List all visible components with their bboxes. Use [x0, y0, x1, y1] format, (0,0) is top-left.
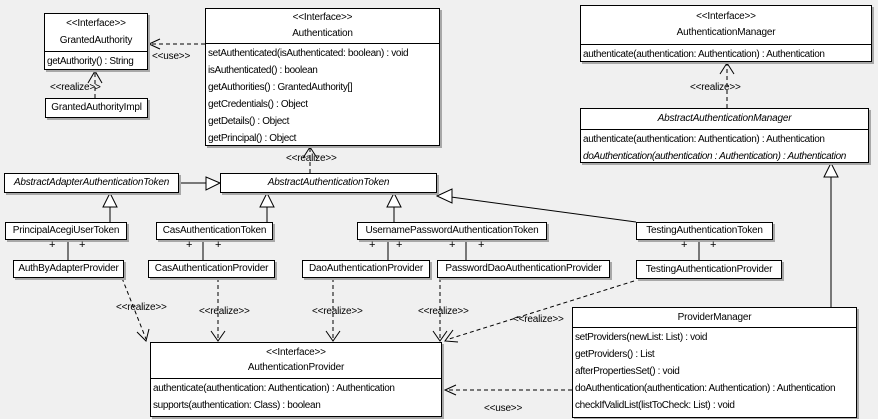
class-authentication[interactable]: <<Interface>> Authentication setAuthentica… — [205, 8, 440, 146]
methods-compartment: authenticate(authentication: Authenticat… — [581, 129, 868, 162]
method-label: setProviders(newList: List) : void — [575, 332, 708, 343]
stereotype-label: <<Interface>> — [292, 12, 353, 24]
class-abstract-adapter-authentication-token[interactable]: AbstractAdapterAuthenticationToken — [4, 173, 179, 193]
stereotype-label: <<Interface>> — [696, 10, 756, 22]
generalization-provider-manager-to-abstract-manager — [823, 161, 839, 307]
class-testing-authentication-token[interactable]: TestingAuthenticationToken — [636, 222, 773, 240]
methods-compartment: setAuthenticated(isAuthenticated: boolea… — [206, 43, 439, 145]
class-name: AuthenticationProvider — [247, 362, 345, 374]
method-label: authenticate(authentication: Authenticat… — [583, 49, 825, 60]
method-label: getAuthority() : String — [47, 56, 134, 67]
method-label: setAuthenticated(isAuthenticated: boolea… — [208, 48, 409, 59]
name-compartment: CasAuthenticationProvider — [149, 261, 274, 277]
class-abstract-authentication-token[interactable]: AbstractAuthenticationToken — [220, 173, 437, 193]
class-dao-authentication-provider[interactable]: DaoAuthenticationProvider — [302, 260, 430, 278]
generalization-cas-token-to-abstract-token — [259, 191, 275, 222]
method-label: authenticate(authentication: Authenticat… — [583, 134, 825, 145]
realize-abstract-token-to-authentication — [302, 146, 318, 173]
method-label: getAuthorities() : GrantedAuthority[] — [208, 82, 353, 93]
class-name: AbstractAuthenticationToken — [267, 177, 390, 188]
method-label: doAuthentication(authentication: Authent… — [575, 383, 836, 394]
name-compartment: AbstractAdapterAuthenticationToken — [5, 174, 178, 192]
class-abstract-authentication-manager[interactable]: AbstractAuthenticationManager authenticat… — [580, 108, 869, 163]
generalization-adapter-token-to-abstract-token — [179, 176, 222, 191]
class-name: AbstractAdapterAuthenticationToken — [13, 177, 170, 188]
class-cas-authentication-token[interactable]: CasAuthenticationToken — [156, 222, 273, 240]
realize-dao-provider-to-authentication-provider — [325, 278, 341, 342]
class-name: CasAuthenticationToken — [162, 225, 267, 236]
class-granted-authority[interactable]: <<Interface>> GrantedAuthority getAuthorit… — [44, 13, 148, 70]
stereotype-label: <<Interface>> — [266, 346, 326, 358]
use-provider-manager-to-authentication-provider — [443, 384, 572, 396]
class-username-password-authentication-token[interactable]: UsernamePasswordAuthenticationToken — [357, 222, 547, 240]
methods-compartment: authenticate(authentication: Authenticat… — [151, 378, 441, 416]
realize-authbyadapter-to-authentication-provider — [121, 277, 150, 342]
name-compartment: <<Interface>> AuthenticationManager — [581, 6, 871, 44]
class-name: PasswordDaoAuthenticationProvider — [445, 263, 602, 274]
use-authentication-to-granted-authority — [147, 38, 205, 50]
realize-cas-provider-to-authentication-provider — [210, 278, 226, 342]
class-name: UsernamePasswordAuthenticationToken — [365, 225, 539, 236]
class-authentication-provider[interactable]: <<Interface>> AuthenticationProvider authe… — [150, 342, 442, 417]
name-compartment: AbstractAuthenticationManager — [581, 109, 868, 129]
class-name: CasAuthenticationProvider — [154, 263, 269, 274]
class-testing-authentication-provider[interactable]: TestingAuthenticationProvider — [636, 260, 782, 279]
class-name: GrantedAuthority — [59, 34, 133, 46]
name-compartment: DaoAuthenticationProvider — [303, 261, 429, 277]
method-label: isAuthenticated() : boolean — [208, 65, 318, 76]
class-principal-acegi-user-token[interactable]: PrincipalAcegiUserToken — [5, 222, 127, 240]
name-compartment: GrantedAuthorityImpl — [46, 99, 147, 117]
realize-abstract-manager-to-authentication-manager — [719, 62, 735, 108]
class-name: DaoAuthenticationProvider — [309, 263, 423, 274]
class-authentication-manager[interactable]: <<Interface>> AuthenticationManager authen… — [580, 5, 872, 62]
method-label: afterPropertiesSet() : void — [575, 366, 680, 377]
realize-impl-to-granted-authority — [87, 70, 103, 98]
methods-compartment: getAuthority() : String — [45, 51, 147, 69]
realize-testing-provider-to-authentication-provider — [444, 280, 635, 343]
method-label: supports(authentication: Class) : boolea… — [153, 400, 321, 411]
method-label: getCredentials() : Object — [208, 99, 308, 110]
name-compartment: TestingAuthenticationToken — [637, 223, 772, 239]
class-name: AuthByAdapterProvider — [18, 263, 119, 274]
realize-passworddao-to-authentication-provider — [432, 278, 448, 342]
class-name: Authentication — [292, 27, 353, 39]
method-label: authenticate(authentication: Authenticat… — [153, 383, 395, 394]
generalization-testing-token-to-abstract-token — [435, 188, 637, 223]
name-compartment: <<Interface>> GrantedAuthority — [45, 14, 147, 51]
class-cas-authentication-provider[interactable]: CasAuthenticationProvider — [148, 260, 275, 278]
class-password-dao-authentication-provider[interactable]: PasswordDaoAuthenticationProvider — [437, 260, 610, 278]
name-compartment: PrincipalAcegiUserToken — [6, 223, 126, 239]
method-label: getPrincipal() : Object — [208, 133, 297, 144]
methods-compartment: authenticate(authentication: Authenticat… — [581, 44, 871, 61]
name-compartment: AbstractAuthenticationToken — [221, 174, 436, 192]
name-compartment: ProviderManager — [573, 308, 856, 327]
class-auth-by-adapter-provider[interactable]: AuthByAdapterProvider — [13, 260, 124, 278]
method-label: doAuthentication(authentication : Authen… — [583, 151, 847, 162]
method-label: getProviders() : List — [575, 349, 655, 360]
class-name: TestingAuthenticationToken — [646, 225, 763, 236]
class-granted-authority-impl[interactable]: GrantedAuthorityImpl — [45, 98, 148, 118]
class-provider-manager[interactable]: ProviderManager setProviders(newList: Lis… — [572, 307, 857, 418]
name-compartment: TestingAuthenticationProvider — [637, 261, 781, 278]
class-name: TestingAuthenticationProvider — [645, 263, 773, 275]
class-name: PrincipalAcegiUserToken — [12, 225, 120, 236]
class-name: ProviderManager — [677, 311, 752, 323]
name-compartment: PasswordDaoAuthenticationProvider — [438, 261, 609, 277]
method-label: checkIfValidList(listToCheck: List) : vo… — [575, 400, 735, 411]
class-name: AbstractAuthenticationManager — [657, 113, 792, 124]
method-label: getDetails() : Object — [208, 116, 290, 127]
generalization-username-token-to-abstract-token — [386, 191, 402, 222]
methods-compartment: setProviders(newList: List) : void getPro… — [573, 327, 856, 417]
name-compartment: CasAuthenticationToken — [157, 223, 272, 239]
class-name: AuthenticationManager — [676, 27, 776, 39]
class-name: GrantedAuthorityImpl — [51, 102, 142, 113]
generalization-principal-token-to-adapter-token — [102, 191, 118, 222]
name-compartment: UsernamePasswordAuthenticationToken — [358, 223, 546, 239]
stereotype-label: <<Interface>> — [66, 18, 126, 30]
name-compartment: <<Interface>> AuthenticationProvider — [151, 343, 441, 378]
name-compartment: AuthByAdapterProvider — [14, 261, 123, 277]
name-compartment: <<Interface>> Authentication — [206, 9, 439, 43]
